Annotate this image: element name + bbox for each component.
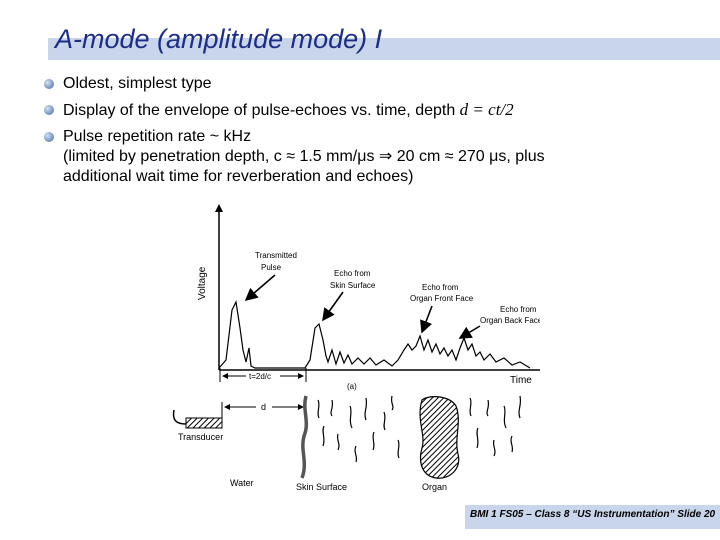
label-transmitted-line1: Transmitted bbox=[255, 251, 297, 260]
y-axis-label: Voltage bbox=[197, 266, 208, 300]
title-band bbox=[48, 38, 720, 60]
transducer-icon bbox=[185, 417, 223, 429]
organ-shape bbox=[419, 396, 460, 479]
bullet-item: Display of the envelope of pulse-echoes … bbox=[44, 100, 704, 121]
interval-arrow-right-icon bbox=[298, 373, 304, 379]
arrow-transmitted-icon bbox=[244, 274, 276, 302]
skin-surface-line bbox=[300, 395, 309, 479]
a-mode-figure: Voltage Time Transmitted Pulse Echo from… bbox=[160, 200, 543, 500]
bullet-icon bbox=[44, 132, 54, 142]
label-echo-back-line1: Echo from bbox=[500, 305, 537, 314]
a-mode-diagram: Voltage Time Transmitted Pulse Echo from… bbox=[172, 204, 543, 492]
arrow-echo-back-icon bbox=[458, 325, 481, 339]
transducer-cable bbox=[172, 409, 187, 425]
bullet-list: Oldest, simplest type Display of the env… bbox=[44, 74, 704, 193]
label-organ: Organ bbox=[422, 482, 447, 492]
arrow-echo-front-icon bbox=[420, 305, 433, 334]
label-echo-front-line2: Organ Front Face bbox=[410, 294, 474, 303]
interval-arrow-left-icon bbox=[222, 373, 228, 379]
arrow-echo-skin-icon bbox=[322, 291, 344, 322]
slide-title: A-mode (amplitude mode) I bbox=[55, 24, 383, 54]
label-skin-surface: Skin Surface bbox=[296, 482, 347, 492]
bullet-subtext: (limited by penetration depth, c ≈ 1.5 m… bbox=[63, 148, 545, 165]
label-transducer: Transducer bbox=[178, 432, 223, 442]
bullet-text: Pulse repetition rate ~ kHz bbox=[63, 128, 252, 145]
distance-arrow-right-icon bbox=[298, 404, 304, 410]
y-axis-arrow-icon bbox=[215, 204, 223, 212]
label-t-2d-c: t=2d/c bbox=[249, 372, 271, 381]
tissue-texture bbox=[317, 395, 522, 463]
slide-footer: BMI 1 FS05 – Class 8 “US Instrumentation… bbox=[470, 509, 716, 520]
label-echo-front-line1: Echo from bbox=[422, 283, 459, 292]
bullet-item: Oldest, simplest type bbox=[44, 74, 704, 94]
label-water: Water bbox=[230, 478, 254, 488]
bullet-icon bbox=[44, 79, 54, 89]
bullet-icon bbox=[44, 105, 54, 115]
panel-label: (a) bbox=[347, 382, 357, 391]
label-d: d bbox=[261, 402, 266, 412]
depth-formula: d = ct/2 bbox=[459, 100, 514, 119]
bullet-text: Oldest, simplest type bbox=[63, 75, 212, 92]
footer-band bbox=[465, 505, 720, 529]
label-echo-skin-line2: Skin Surface bbox=[330, 281, 376, 290]
distance-arrow-left-icon bbox=[224, 404, 230, 410]
label-transmitted-line2: Pulse bbox=[261, 263, 282, 272]
echo-waveform bbox=[218, 300, 531, 369]
label-echo-back-line2: Organ Back Face bbox=[480, 316, 540, 325]
bullet-text: Display of the envelope of pulse-echoes … bbox=[63, 102, 460, 119]
label-echo-skin-line1: Echo from bbox=[334, 269, 371, 278]
bullet-item: Pulse repetition rate ~ kHz (limited by … bbox=[44, 127, 704, 187]
x-axis-label: Time bbox=[510, 375, 532, 386]
bullet-subtext: additional wait time for reverberation a… bbox=[63, 168, 414, 185]
